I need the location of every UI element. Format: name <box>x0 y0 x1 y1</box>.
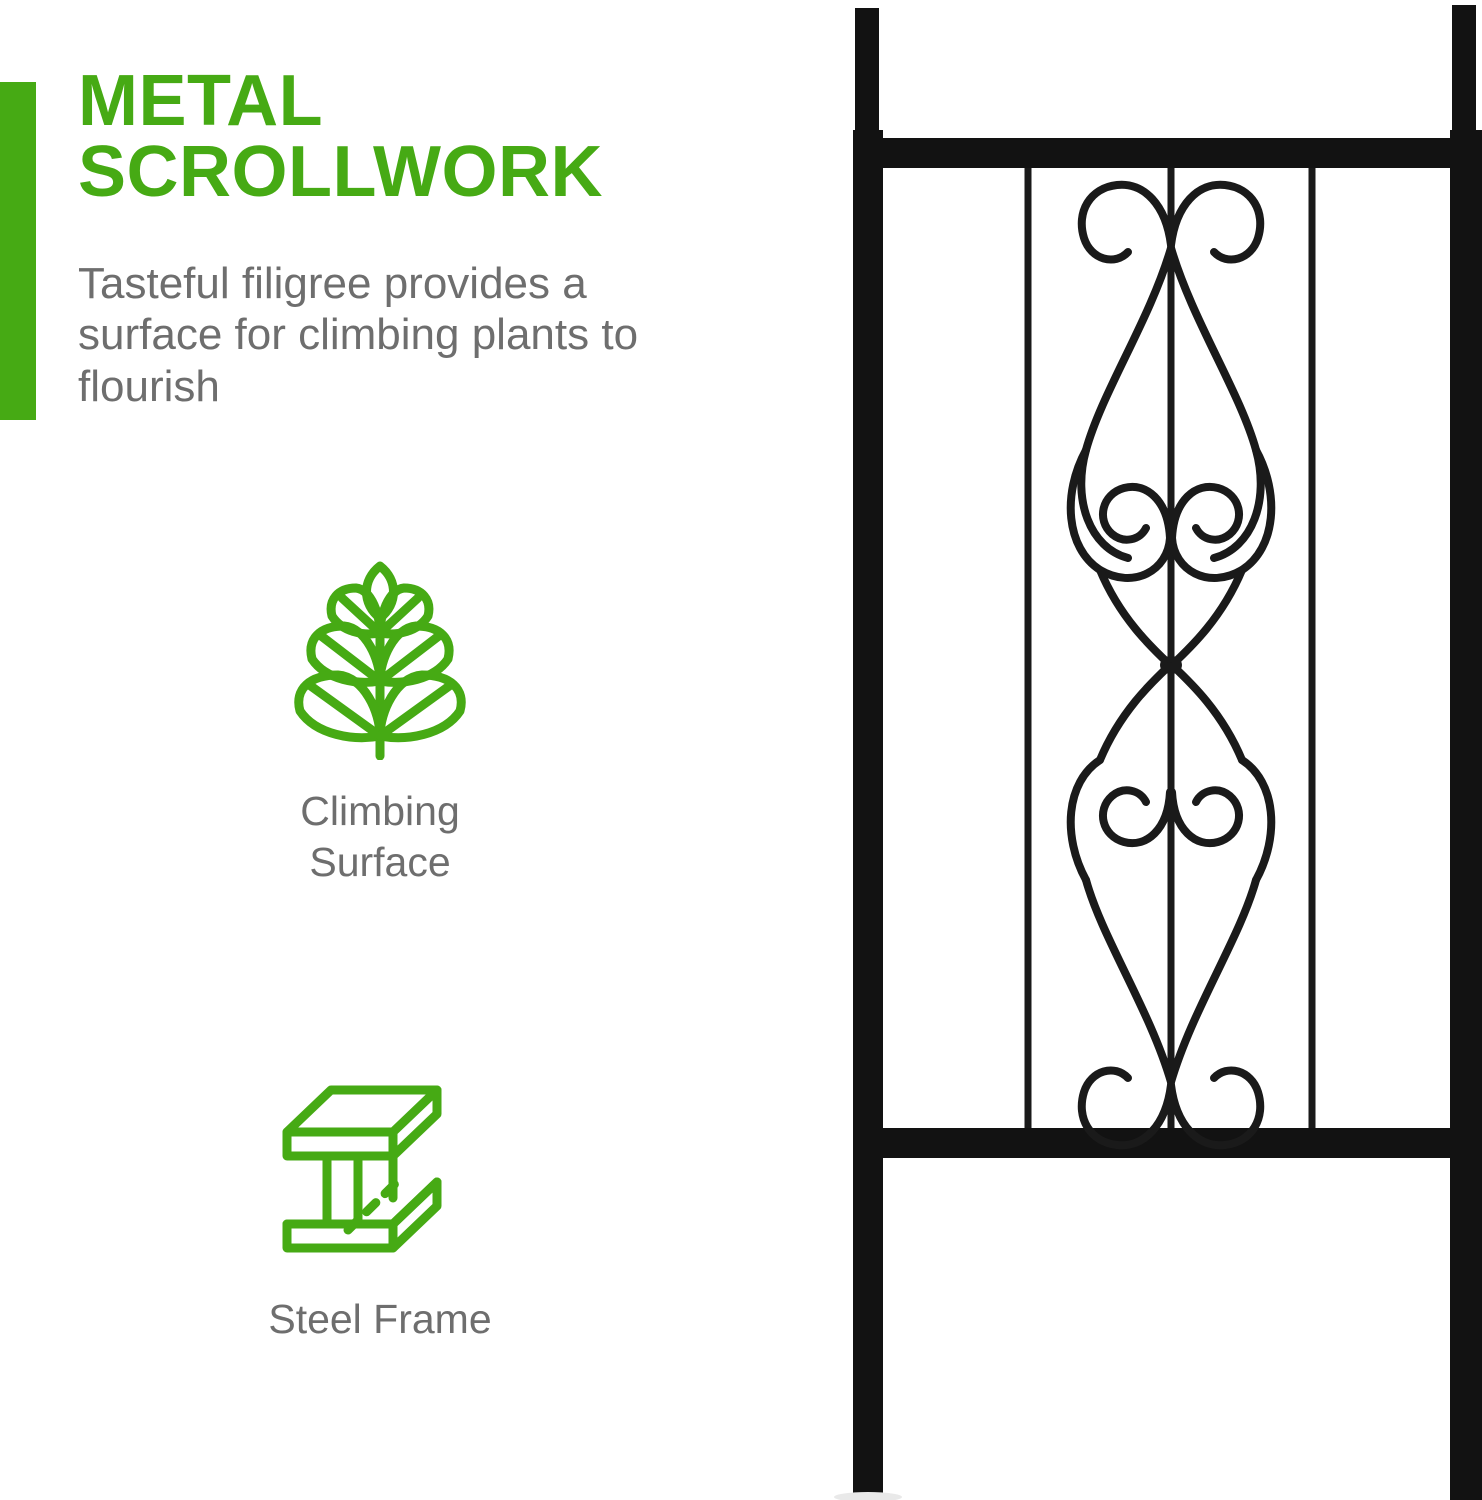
trellis-scrollwork <box>1066 180 1276 1150</box>
accent-bar <box>0 82 36 420</box>
steel-i-beam-icon <box>282 1085 442 1253</box>
headline-line-1: METAL <box>78 61 324 141</box>
feature-steel-frame: Steel Frame <box>170 1078 590 1345</box>
plant-leaves-icon <box>294 561 466 760</box>
page-title: METAL SCROLLWORK <box>78 61 718 212</box>
headline-line-2: SCROLLWORK <box>78 131 603 212</box>
trellis-vertical-rods <box>1024 168 1316 1128</box>
leg-shadow <box>834 1492 902 1500</box>
trellis-frame <box>853 5 1482 1500</box>
subheadline: Tasteful filigree provides a surface for… <box>78 259 639 411</box>
feature-label-climbing-surface: Climbing Surface <box>300 788 460 885</box>
trellis-illustration <box>834 5 1482 1500</box>
feature-label-steel-frame: Steel Frame <box>268 1296 492 1342</box>
product-image <box>760 0 1482 1500</box>
feature-climbing-surface: Climbing Surface <box>170 560 590 888</box>
